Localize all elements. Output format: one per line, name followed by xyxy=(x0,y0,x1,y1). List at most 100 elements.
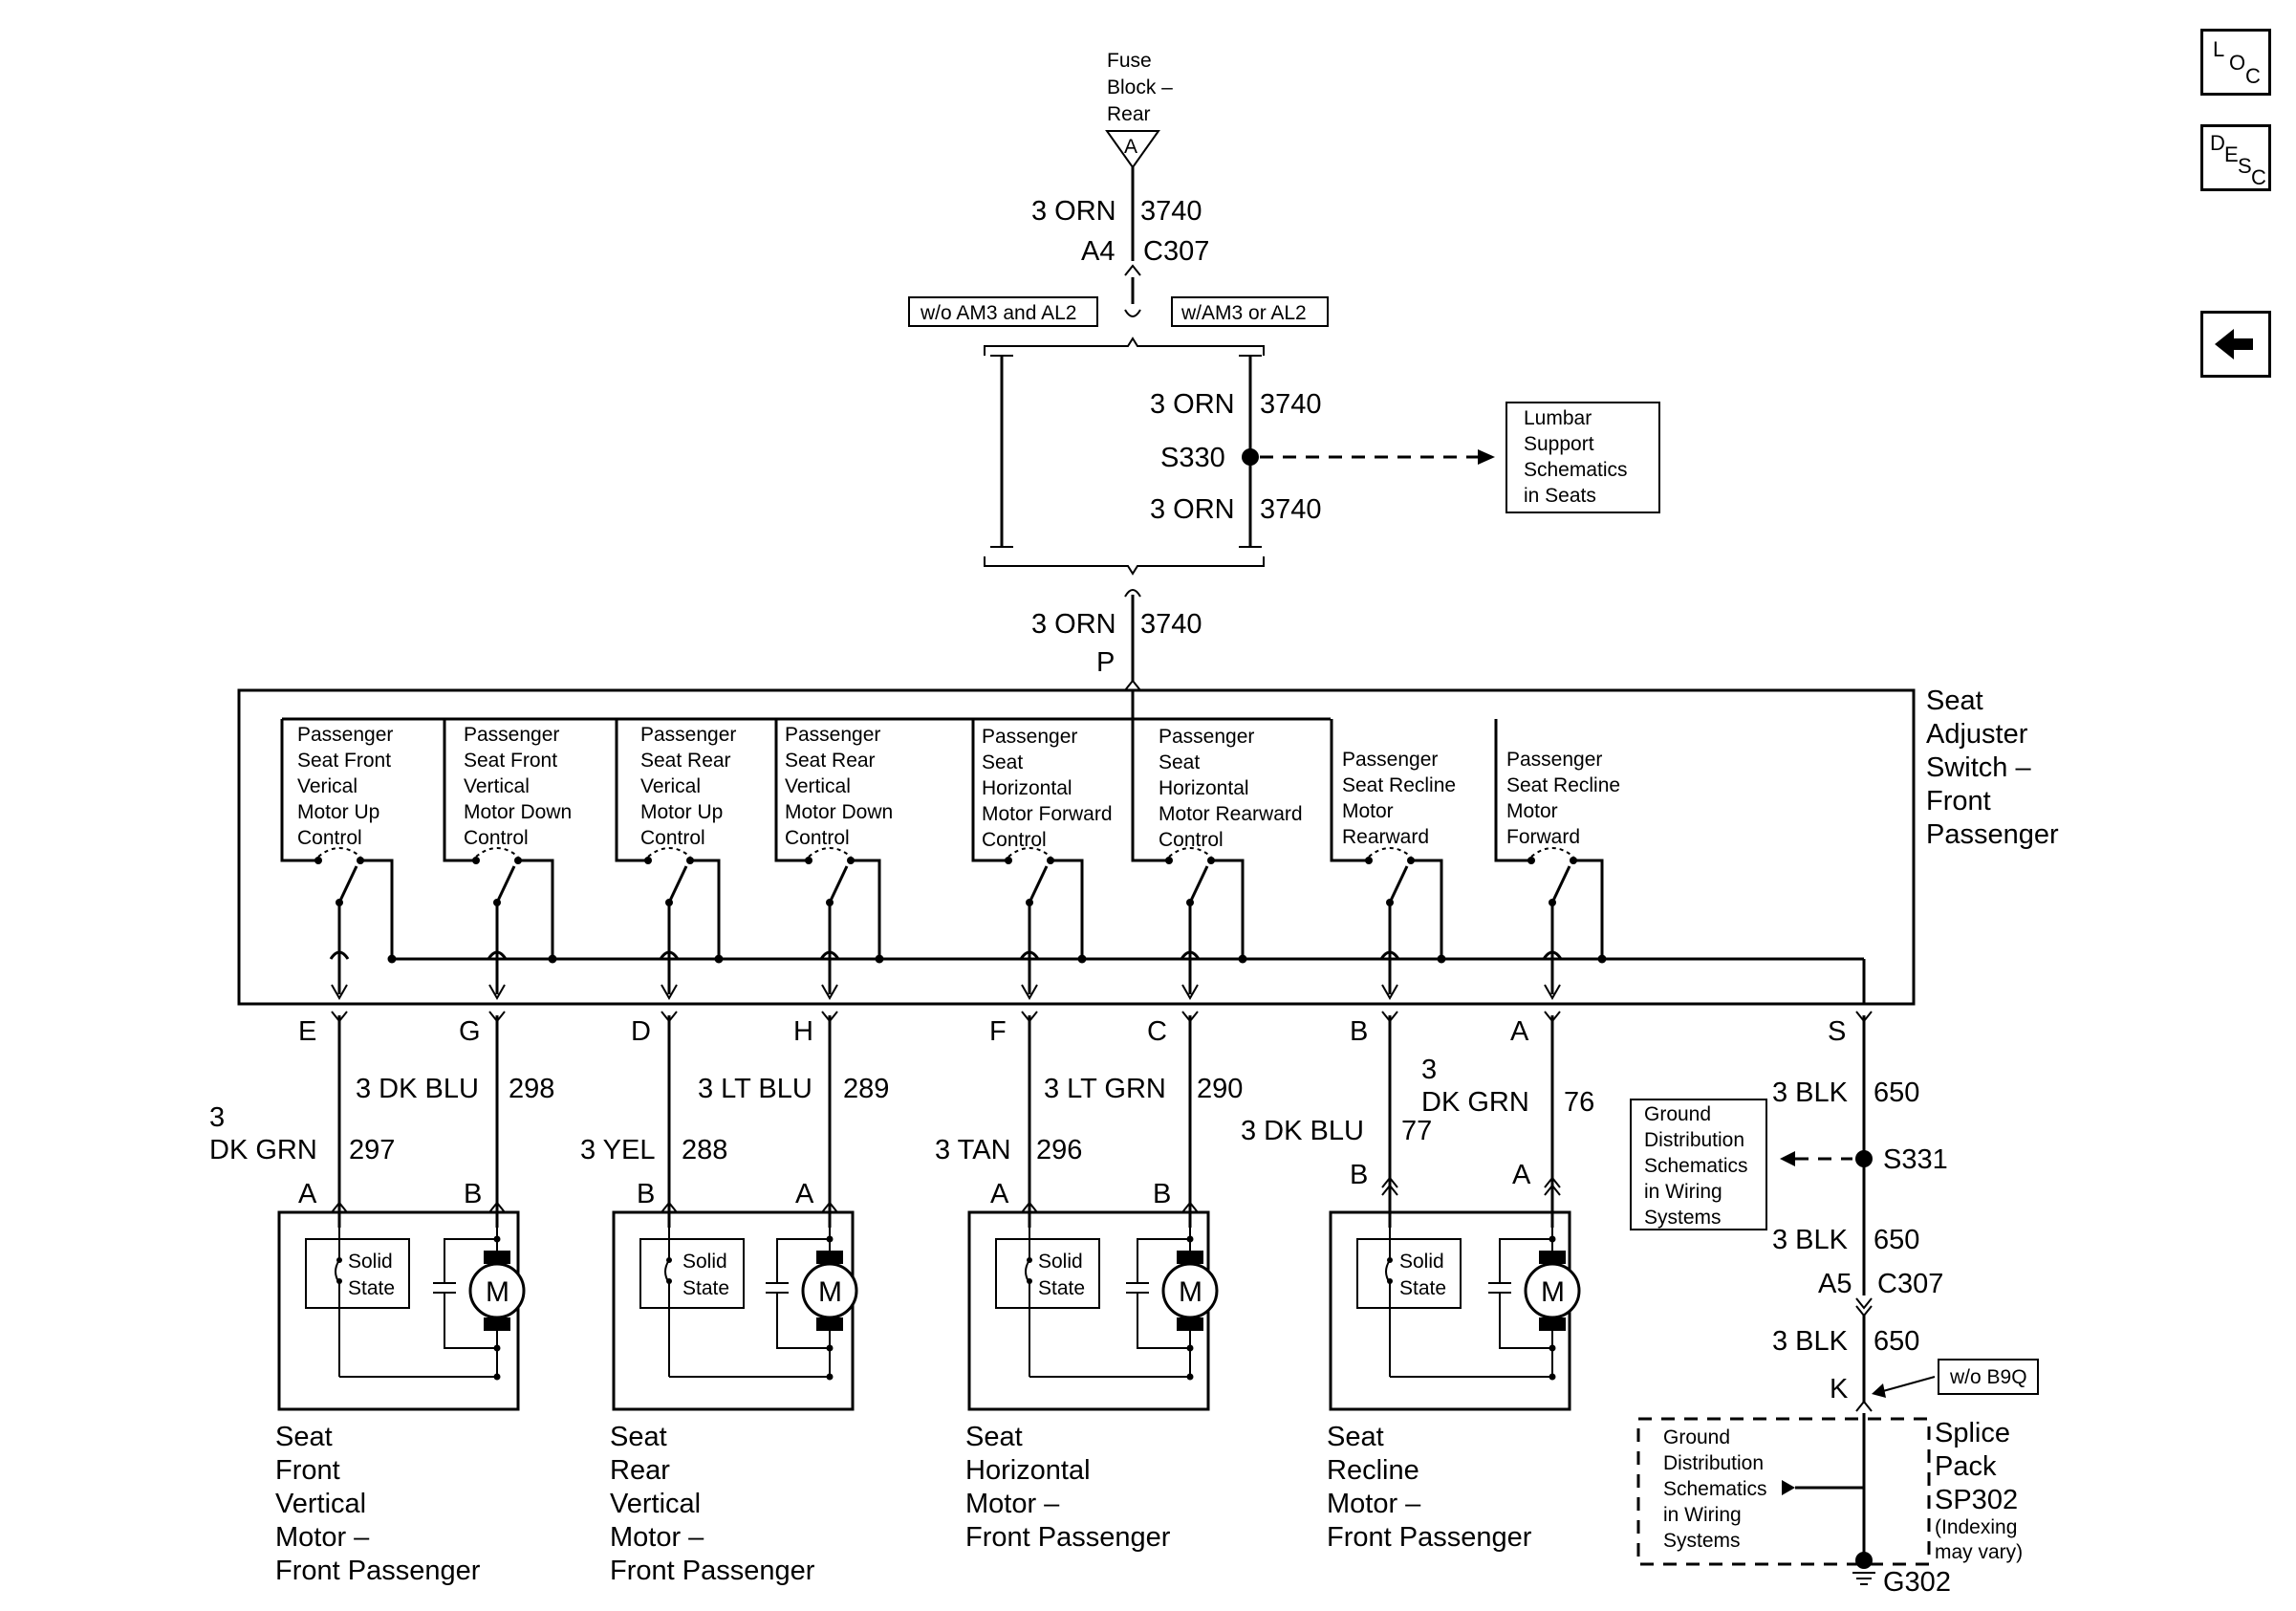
svg-text:Ground: Ground xyxy=(1644,1103,1711,1125)
svg-text:Motor Down: Motor Down xyxy=(464,801,572,823)
solid-state-box-2 xyxy=(639,1238,745,1309)
connector-k xyxy=(1855,1400,1873,1412)
motor-horizontal-label: Seat Horizontal Motor – Front Passenger xyxy=(965,1422,1171,1553)
arrow-right-icon xyxy=(1478,449,1495,465)
svg-text:Motor –: Motor – xyxy=(965,1489,1060,1519)
switch-assembly-l3: Switch – xyxy=(1926,752,2031,783)
wire-290-color: 3 LT GRN xyxy=(1044,1074,1166,1104)
s330-lower-color: 3 ORN xyxy=(1150,494,1235,525)
option-tag-with-text: w/AM3 or AL2 xyxy=(1180,302,1307,324)
splice-l3: SP302 xyxy=(1935,1485,2018,1515)
switch-7-contact xyxy=(1330,719,1446,1001)
motor-pin-labels: A B B A A B B A xyxy=(298,1160,1531,1209)
wire-298-color: 3 DK BLU xyxy=(356,1074,479,1104)
switch-pin-b: B xyxy=(1350,1016,1368,1047)
solid-state-box-1 xyxy=(305,1238,410,1309)
splice-pack-boundary xyxy=(1636,1417,1931,1566)
loc-letter-c: C xyxy=(2245,64,2261,88)
switch-7-label: Passenger Seat Recline Motor Rearward xyxy=(1342,749,1456,848)
svg-text:A: A xyxy=(795,1179,814,1209)
svg-text:Seat Front: Seat Front xyxy=(464,750,557,772)
switch-5-label: Passenger Seat Horizontal Motor Forward … xyxy=(982,726,1113,851)
wire-76-circuit: 76 xyxy=(1564,1087,1594,1118)
svg-text:State: State xyxy=(1038,1277,1085,1299)
ground-g302: G302 xyxy=(1883,1567,1951,1598)
loc-button[interactable]: L O C xyxy=(2200,29,2271,96)
svg-text:Verical: Verical xyxy=(297,775,357,797)
svg-text:B: B xyxy=(1350,1160,1368,1190)
back-button[interactable] xyxy=(2200,311,2271,378)
switch-6-label: Passenger Seat Horizontal Motor Rearward… xyxy=(1159,726,1303,851)
ground-upper-color: 3 BLK xyxy=(1772,1078,1849,1108)
svg-text:Seat: Seat xyxy=(275,1422,333,1452)
splice-l5: may vary) xyxy=(1935,1541,2023,1563)
svg-text:Motor Up: Motor Up xyxy=(297,801,379,823)
option-tag-with xyxy=(1171,296,1329,327)
option-break-bottom xyxy=(1124,589,1141,598)
pin-k: K xyxy=(1830,1374,1849,1404)
switch-4-contact xyxy=(774,719,884,1001)
svg-text:Control: Control xyxy=(1159,829,1224,851)
svg-text:Systems: Systems xyxy=(1644,1207,1722,1229)
svg-text:Motor Forward: Motor Forward xyxy=(982,803,1113,825)
switch-3-label: Passenger Seat Rear Verical Motor Up Con… xyxy=(640,724,736,849)
switch-5-contact xyxy=(971,719,1087,1001)
switch-6-contact xyxy=(1131,719,1247,1001)
c307-bottom-pin: A5 xyxy=(1818,1269,1852,1299)
svg-text:Recline: Recline xyxy=(1327,1455,1419,1486)
svg-text:Passenger: Passenger xyxy=(1506,749,1602,771)
svg-text:Passenger: Passenger xyxy=(297,724,393,746)
c307-top-pin: A4 xyxy=(1081,236,1115,267)
ground-distribution-box-1[interactable] xyxy=(1630,1099,1767,1230)
switch-2-contact xyxy=(443,719,557,1001)
svg-text:Motor: Motor xyxy=(1342,800,1394,822)
tag-wo-b9q xyxy=(1938,1359,2039,1395)
motor-recline-label: Seat Recline Motor – Front Passenger xyxy=(1327,1422,1532,1553)
desc-letter-e: E xyxy=(2224,142,2239,166)
switch-pin-d: D xyxy=(631,1016,651,1047)
svg-text:Schematics: Schematics xyxy=(1663,1478,1767,1500)
switch-pin-a: A xyxy=(1510,1016,1529,1047)
splice-l1: Splice xyxy=(1935,1418,2010,1448)
c307-top-name: C307 xyxy=(1143,236,1209,267)
svg-text:M: M xyxy=(1541,1276,1565,1308)
wire-76-color: DK GRN xyxy=(1421,1087,1529,1118)
svg-text:Distribution: Distribution xyxy=(1663,1452,1764,1474)
svg-text:Control: Control xyxy=(785,827,850,849)
svg-text:State: State xyxy=(348,1277,395,1299)
svg-text:Motor –: Motor – xyxy=(610,1522,704,1553)
desc-letter-d: D xyxy=(2210,131,2225,155)
svg-text:Front Passenger: Front Passenger xyxy=(275,1556,481,1586)
bracket-top xyxy=(984,337,1265,356)
option-tag-without-text: w/o AM3 and AL2 xyxy=(920,302,1076,324)
desc-letter-s: S xyxy=(2238,154,2252,178)
wiring-diagram: Fuse Block – Rear A 3 ORN 3740 A4 C307 w… xyxy=(209,50,2059,1598)
svg-text:Passenger: Passenger xyxy=(464,724,559,746)
svg-text:Solid: Solid xyxy=(1399,1251,1444,1273)
arrow-right-small-icon xyxy=(1782,1480,1795,1495)
svg-text:Motor Down: Motor Down xyxy=(785,801,893,823)
wire-288-color: 3 YEL xyxy=(580,1135,655,1165)
desc-button[interactable]: D E S C xyxy=(2200,124,2271,191)
svg-text:M: M xyxy=(486,1276,509,1308)
wire-297-color: DK GRN xyxy=(209,1135,317,1165)
switch-2-label: Passenger Seat Front Vertical Motor Down… xyxy=(464,724,572,849)
svg-text:Vertical: Vertical xyxy=(785,775,851,797)
svg-text:Motor –: Motor – xyxy=(1327,1489,1421,1519)
wire-p-circuit: 3740 xyxy=(1140,609,1202,640)
svg-text:A: A xyxy=(298,1179,317,1209)
ground-upper-circuit: 650 xyxy=(1874,1078,1919,1108)
lumbar-l1: Lumbar xyxy=(1524,407,1592,429)
switch-4-label: Passenger Seat Rear Vertical Motor Down … xyxy=(785,724,893,849)
lumbar-reference-box[interactable] xyxy=(1505,402,1660,513)
svg-text:A: A xyxy=(1512,1160,1531,1190)
tag-wo-b9q-text: w/o B9Q xyxy=(1949,1366,2027,1388)
seat-adjuster-switch-assembly xyxy=(237,688,1916,1006)
svg-text:Systems: Systems xyxy=(1663,1530,1741,1552)
fuse-block: Fuse Block – Rear A xyxy=(1105,50,1173,169)
svg-text:Vertical: Vertical xyxy=(464,775,530,797)
svg-text:Passenger: Passenger xyxy=(785,724,880,746)
motor-labels: Seat Front Vertical Motor – Front Passen… xyxy=(275,1422,1532,1586)
